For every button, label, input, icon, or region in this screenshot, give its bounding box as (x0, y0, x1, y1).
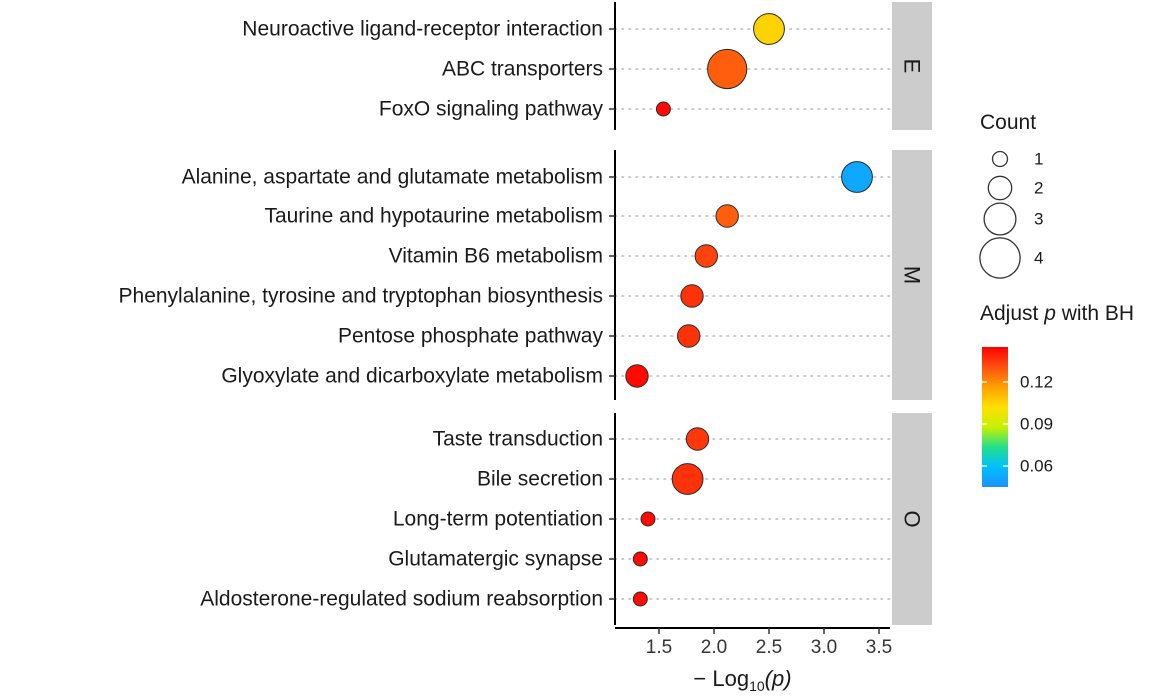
size-legend-key-3 (983, 202, 1017, 236)
color-legend-title-post: with BH (1056, 302, 1134, 325)
category-label: Taurine and hypotaurine metabolism (264, 205, 603, 228)
category-label: Glyoxylate and dicarboxylate metabolism (221, 365, 603, 388)
colorbar-tick-label: 0.12 (1020, 373, 1053, 392)
point-foxo-signaling-pathway (655, 101, 671, 117)
size-legend-title: Count (980, 111, 1036, 134)
category-label: Phenylalanine, tyrosine and tryptophan b… (119, 285, 603, 308)
x-tick-label: 3.5 (866, 637, 892, 658)
point-glyoxylate-and-dicarboxylate-metabolism (625, 364, 649, 388)
size-legend-key-2 (987, 175, 1013, 201)
colorbar (982, 347, 1008, 487)
point-alanine-aspartate-and-glutamate-metabolism (841, 161, 873, 193)
color-legend-title-italic: p (1043, 302, 1056, 325)
size-legend-label: 3 (1034, 210, 1043, 229)
category-label: Taste transduction (433, 428, 603, 451)
category-label: Long-term potentiation (393, 508, 603, 531)
x-tick-label: 3.0 (811, 637, 837, 658)
point-abc-transporters (707, 48, 748, 90)
x-axis-title-prefix: − Log (693, 666, 749, 691)
size-legend-key-4 (979, 237, 1021, 279)
data-points (625, 13, 873, 607)
axes: 1.5 2.0 2.5 3.0 3.5 − Log10(p) (609, 2, 892, 694)
category-label: Glutamatergic synapse (388, 548, 603, 571)
color-legend-title-pre: Adjust (980, 302, 1044, 325)
category-label: Vitamin B6 metabolism (389, 245, 603, 268)
point-neuroactive-ligand-receptor-interaction (753, 13, 785, 45)
point-long-term-potentiation (640, 511, 656, 527)
point-aldosterone-regulated-sodium-reabsorption (632, 591, 648, 607)
color-legend-title: Adjust p with BH (980, 302, 1134, 325)
point-pentose-phosphate-pathway (677, 324, 701, 348)
category-label: Neuroactive ligand-receptor interaction (242, 18, 603, 41)
category-label: Alanine, aspartate and glutamate metabol… (182, 166, 603, 189)
facet-strip-label: M (900, 266, 925, 284)
colorbar-tick-label: 0.06 (1020, 457, 1053, 476)
facet-strip-o (892, 413, 932, 625)
point-taste-transduction (685, 427, 710, 451)
gridlines (614, 28, 891, 600)
x-tick-label: 2.0 (701, 637, 727, 658)
x-axis-title-argument: (p) (765, 666, 792, 691)
facet-strip-m (892, 150, 932, 400)
point-vitamin-b6-metabolism (694, 244, 718, 268)
facet-strips: E M O (892, 2, 932, 625)
x-axis-title-subscript: 10 (749, 678, 765, 694)
size-legend-label: 1 (1034, 150, 1043, 169)
size-legend-key-1 (991, 150, 1009, 168)
facet-strip-e (892, 2, 932, 130)
size-legend-label: 2 (1034, 179, 1043, 198)
category-label: Bile secretion (477, 468, 603, 491)
colorbar-tick-label: 0.09 (1020, 415, 1053, 434)
category-label: FoxO signaling pathway (379, 98, 604, 121)
facet-strip-label: E (900, 59, 925, 74)
category-label: Aldosterone-regulated sodium reabsorptio… (200, 588, 603, 611)
facet-strip-label: O (900, 510, 925, 527)
category-label: Pentose phosphate pathway (338, 325, 604, 348)
category-labels: Neuroactive ligand-receptor interactionA… (119, 18, 604, 611)
category-label: ABC transporters (442, 58, 603, 81)
x-tick-label: 1.5 (646, 637, 672, 658)
point-taurine-and-hypotaurine-metabolism (715, 204, 739, 228)
point-bile-secretion (671, 463, 704, 495)
x-tick-label: 2.5 (756, 637, 782, 658)
point-glutamatergic-synapse (632, 551, 648, 567)
x-axis-title: − Log10(p) (693, 666, 791, 694)
size-legend-label: 4 (1034, 249, 1043, 268)
point-phenylalanine-tyrosine-and-tryptophan-biosynthesis (680, 284, 704, 308)
